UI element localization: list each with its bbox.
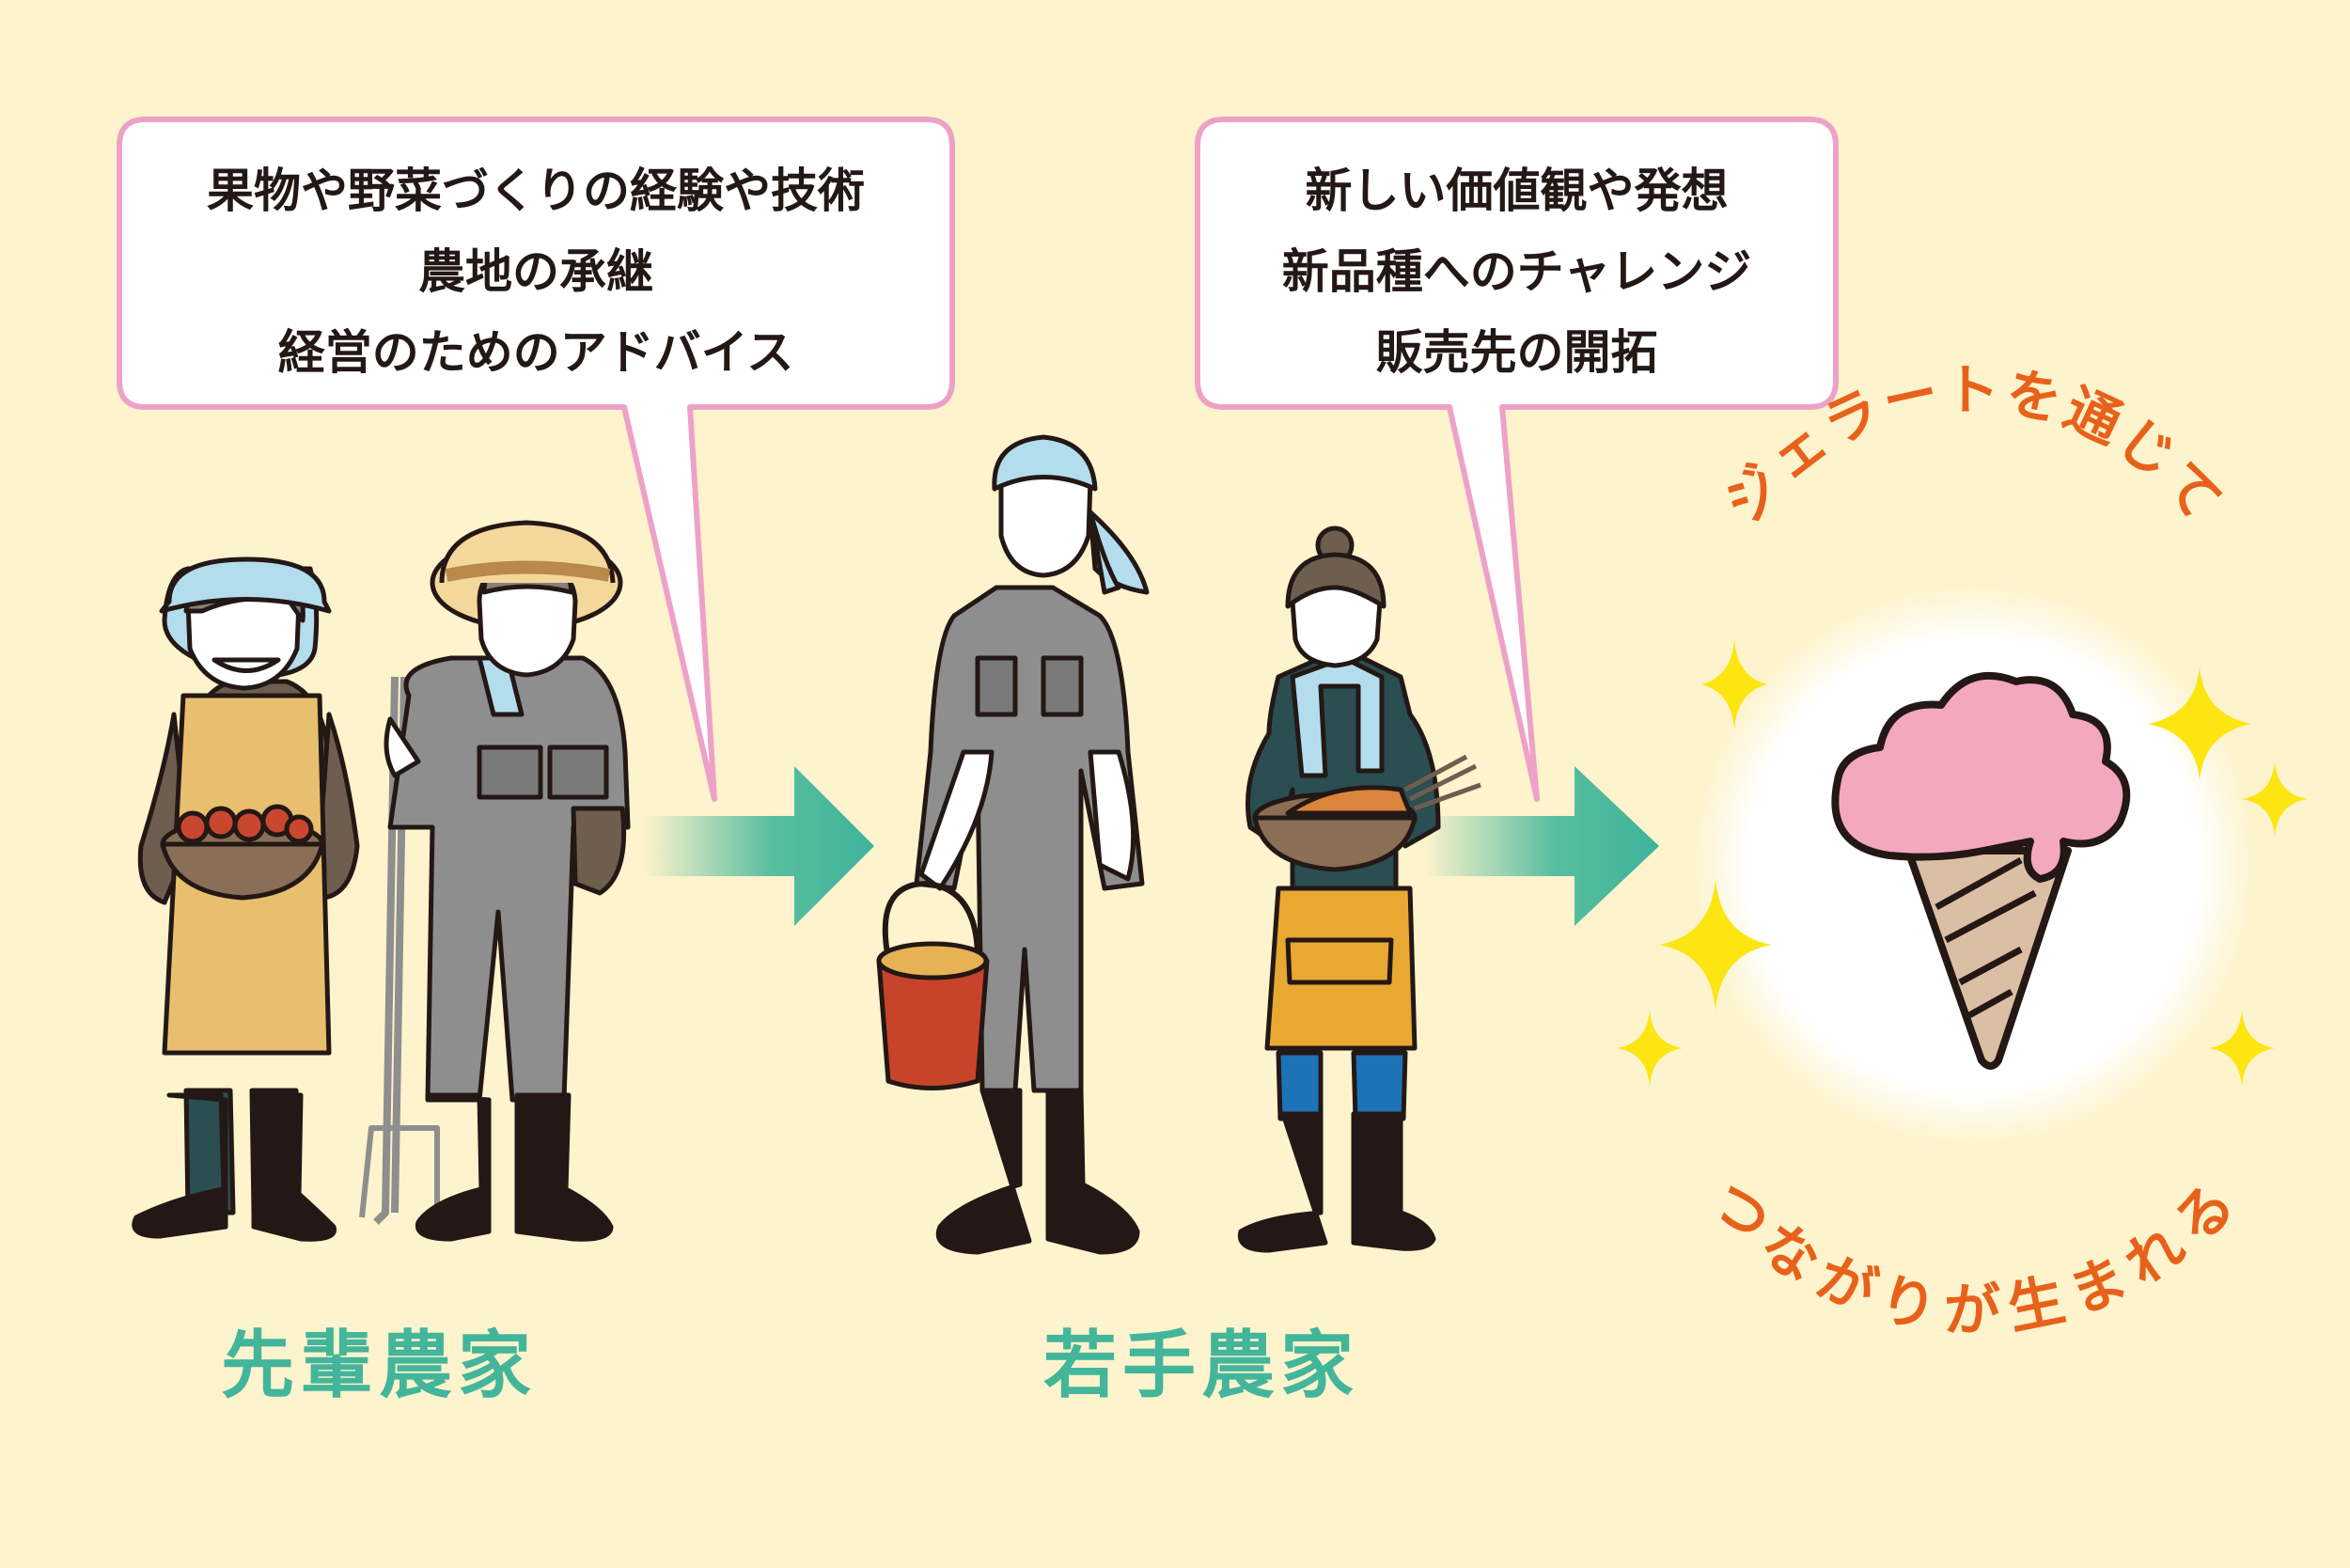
elderly-woman-farmer: [132, 557, 360, 1242]
svg-text:つながりが生まれる: つながりが生まれる: [1698, 1168, 2250, 1344]
speech-bubble-senior: [117, 117, 955, 802]
sparkle-icon: [2148, 667, 2251, 780]
ice-cream-icon: [1831, 671, 2131, 1070]
bubble-line: 農地の承継: [418, 244, 653, 299]
bubble-line: 新品種へのチャレンジ: [1281, 244, 1752, 299]
bubble-text-young: 新しい価値観や発想 新品種へのチャレンジ 販売先の開拓: [1198, 150, 1836, 393]
arc-text-bottom-label: つながりが生まれる: [1698, 1168, 2247, 1344]
young-man-farmer: [876, 434, 1150, 1255]
arrow-right-icon: [1424, 766, 1659, 926]
young-woman-farmer: [1237, 525, 1481, 1253]
bubble-line: 経営のためのアドバイス: [277, 325, 794, 380]
bubble-line: 新しい価値観や発想: [1305, 164, 1729, 218]
sparkle-icon: [1659, 879, 1772, 1011]
sparkle-icon: [1701, 639, 1767, 729]
bubble-text-senior: 果物や野菜づくりの経験や技術 農地の承継 経営のためのアドバイス: [119, 150, 952, 393]
bubble-line: 果物や野菜づくりの経験や技術: [207, 164, 865, 218]
label-senior-farmers: 先輩農家: [221, 1324, 538, 1408]
sparkle-icon: [2242, 761, 2308, 837]
sparkle-icon: [2209, 1011, 2275, 1086]
elderly-man-farmer: [359, 520, 631, 1242]
arc-text-bottom: つながりが生まれる: [1698, 1168, 2250, 1344]
arrow-right-icon: [644, 766, 874, 926]
sparkle-icon: [1617, 1011, 1683, 1086]
bubble-line: 販売先の開拓: [1375, 325, 1658, 380]
speech-bubble-young: [1195, 117, 1839, 802]
label-young-farmers: 若手農家: [1043, 1324, 1360, 1408]
